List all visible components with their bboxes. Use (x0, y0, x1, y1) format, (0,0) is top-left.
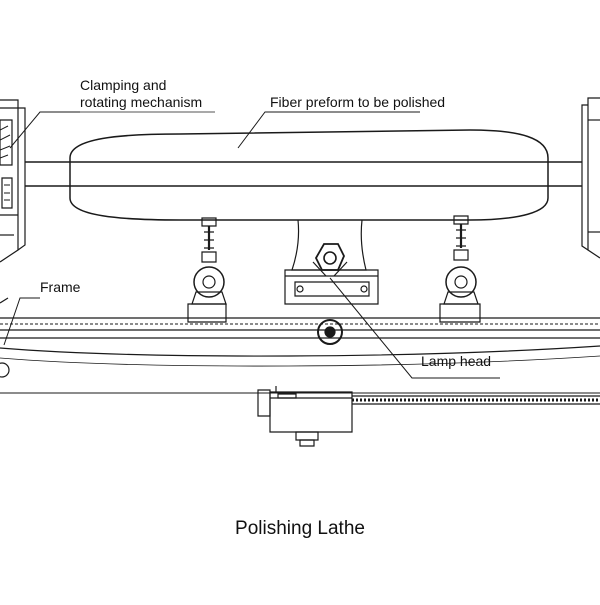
fiber-preform (70, 130, 548, 220)
preform-leader (238, 112, 420, 148)
figure-caption: Polishing Lathe (235, 518, 365, 539)
frame-label: Frame (40, 279, 81, 295)
clamping-label-line2: rotating mechanism (80, 94, 203, 110)
left-clamping-mechanism (0, 100, 25, 262)
lamp-head-label: Lamp head (421, 353, 492, 369)
preform-label: Fiber preform to be polished (270, 94, 446, 110)
clamping-mechanism-label: Clamping and rotating mechanism (80, 77, 202, 111)
leader-lines (4, 112, 500, 378)
right-support-stand (440, 216, 480, 322)
frame-leader (4, 298, 40, 345)
lamp-head-leader (330, 278, 500, 378)
clamping-leader (10, 112, 80, 148)
spindle-shaft (25, 162, 582, 186)
lamp-head (285, 220, 378, 344)
frame-rail (0, 298, 600, 377)
lower-bed (0, 386, 600, 446)
clamping-label-line1: Clamping and (80, 77, 167, 93)
left-support-stand (188, 218, 226, 322)
right-clamping-mechanism (582, 98, 600, 258)
